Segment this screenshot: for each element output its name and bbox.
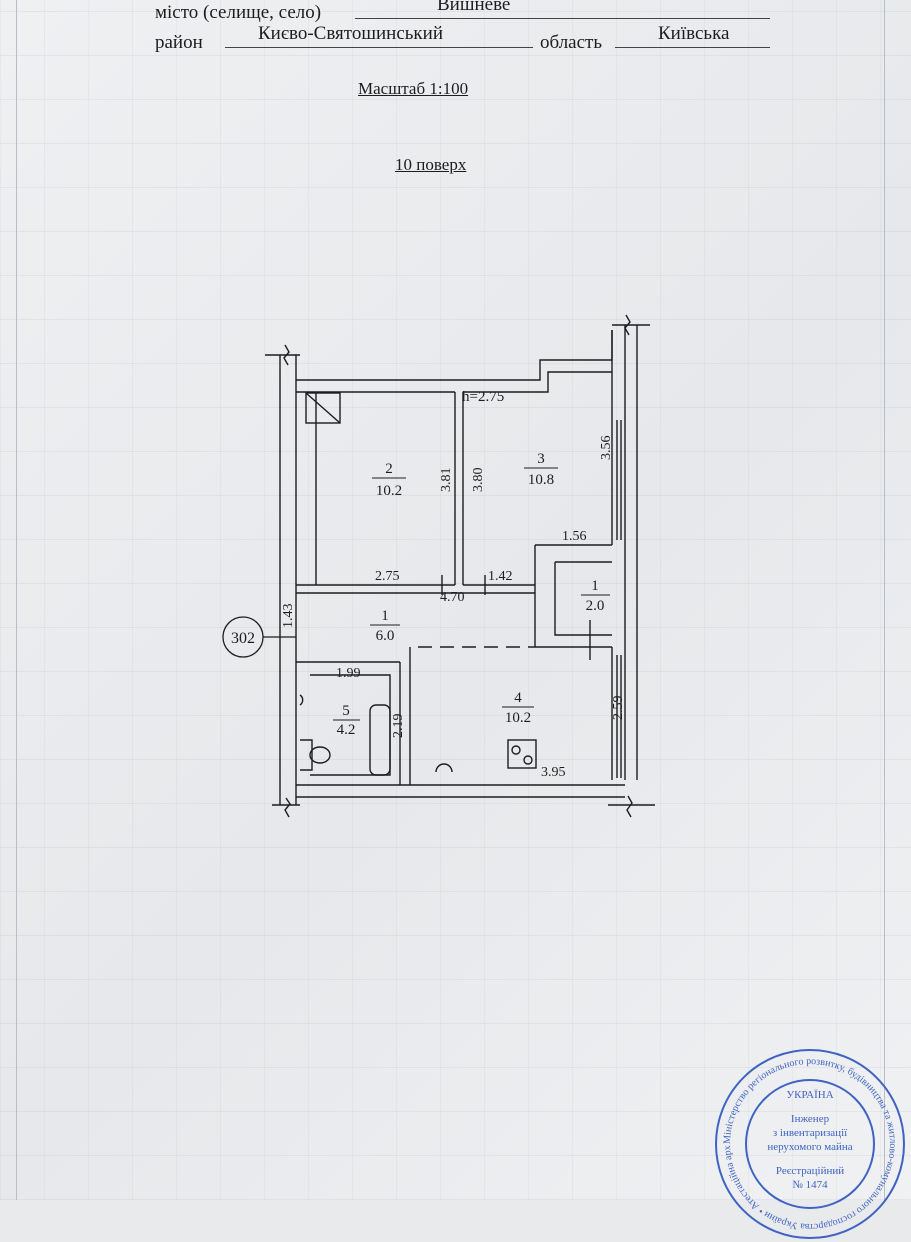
district-underline [225, 47, 533, 48]
dim-1-43: 1.43 [281, 604, 296, 629]
stamp-outer-text: Міністерство регіонального розвитку, буд… [712, 1046, 898, 1232]
dim-1-56: 1.56 [562, 529, 587, 544]
room-5-number: 5 [342, 703, 350, 719]
dim-1-99: 1.99 [336, 666, 361, 681]
ceiling-height: h=2.75 [462, 389, 504, 405]
scale-label: Масштаб 1:100 [358, 79, 469, 98]
official-stamp: Міністерство регіонального розвитку, буд… [712, 1046, 905, 1239]
city-value: Вишневе [437, 0, 511, 15]
dim-2-59: 2.59 [611, 696, 626, 721]
city-label: місто (селище, село) [155, 2, 322, 23]
region-value: Київська [658, 23, 730, 44]
stamp-reg-label: Реєстраційний [776, 1165, 844, 1177]
stamp-line1: Інженер [791, 1113, 830, 1125]
dim-2-75: 2.75 [375, 569, 400, 584]
floor-plan: 302 h=2.75 2 10.2 3 10.8 1 6.0 1 2.0 4 1… [222, 314, 655, 818]
district-value: Києво-Святошинський [258, 23, 443, 44]
room-1-area: 6.0 [376, 628, 395, 644]
room-2-area: 10.2 [376, 483, 402, 499]
room-4-area: 10.2 [505, 710, 531, 726]
page-right-edge [884, 0, 885, 1200]
svg-text:Міністерство регіонального роз: Міністерство регіонального розвитку, буд… [712, 1046, 898, 1232]
dim-3-80: 3.80 [471, 468, 486, 493]
room-3-area: 10.8 [528, 472, 554, 488]
dim-2-19: 2.19 [391, 714, 406, 739]
room-2-number: 2 [385, 461, 393, 477]
room-1b-area: 2.0 [586, 598, 605, 614]
stamp-line3: нерухомого майна [767, 1141, 852, 1153]
stamp-line2: з інвентаризації [773, 1127, 848, 1139]
district-label: район [155, 32, 203, 53]
dim-3-81: 3.81 [439, 468, 454, 493]
room-4-number: 4 [514, 690, 522, 706]
dim-3-56: 3.56 [599, 436, 614, 461]
dim-3-95: 3.95 [541, 765, 566, 780]
dim-4-70: 4.70 [440, 590, 465, 605]
room-3-number: 3 [537, 451, 545, 467]
stamp-country: УКРАЇНА [786, 1089, 833, 1101]
room-1-number: 1 [381, 608, 389, 624]
city-underline [355, 18, 770, 19]
apartment-number: 302 [231, 630, 255, 647]
dim-1-42: 1.42 [488, 569, 513, 584]
room-1b-number: 1 [591, 578, 599, 594]
region-underline [615, 47, 770, 48]
stamp-reg-number: № 1474 [792, 1179, 828, 1191]
region-label: область [540, 32, 603, 53]
room-5-area: 4.2 [337, 722, 356, 738]
page-left-edge [16, 0, 17, 1200]
floor-label: 10 поверх [395, 155, 467, 174]
